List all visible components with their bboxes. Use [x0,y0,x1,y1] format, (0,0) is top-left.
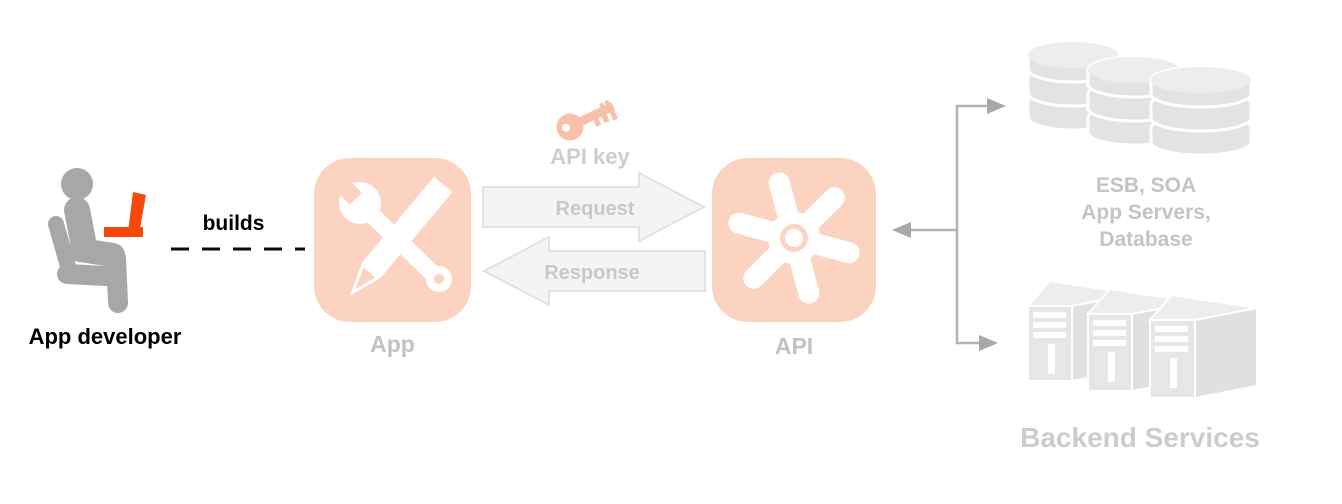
person-torso [64,197,97,259]
esb-label-line3: Database [1099,228,1193,251]
api-asterisk-icon [728,172,860,304]
esb-label-line1: ESB, SOA [1095,174,1197,197]
chair-seat [57,264,116,286]
request-arrow [482,171,707,243]
api-node-label: API [774,333,814,359]
builds-label: builds [202,212,265,235]
person-with-laptop-icon [48,168,146,313]
api-backend-connector [892,98,1006,351]
database-stack-icon [1026,40,1253,157]
api-node [712,158,876,322]
person-head [61,168,93,200]
response-arrow [481,235,706,307]
builds-dashed-line [171,247,305,251]
esb-label: ESB, SOA App Servers, Database [1040,172,1252,253]
app-developer-label: App developer [28,324,182,349]
server-towers-icon [1025,280,1258,400]
app-node-label: App [370,331,415,357]
app-node [314,158,471,322]
arrowhead-to-esb [987,98,1006,114]
arrowhead-to-api [892,222,911,238]
key-icon [556,99,618,141]
server-tower [1147,293,1258,400]
response-label: Response [544,262,640,284]
pencil [350,176,453,296]
wrench-pencil-icon [329,172,453,296]
esb-label-line2: App Servers, [1081,201,1211,224]
laptop-icon [104,192,146,237]
backend-services-label: Backend Services [1020,422,1260,453]
api-key-label: API key [550,144,630,169]
database-cylinder [1149,65,1253,157]
arrowhead-to-backend [979,335,998,351]
chair-back [48,216,77,278]
request-label: Request [555,198,635,220]
